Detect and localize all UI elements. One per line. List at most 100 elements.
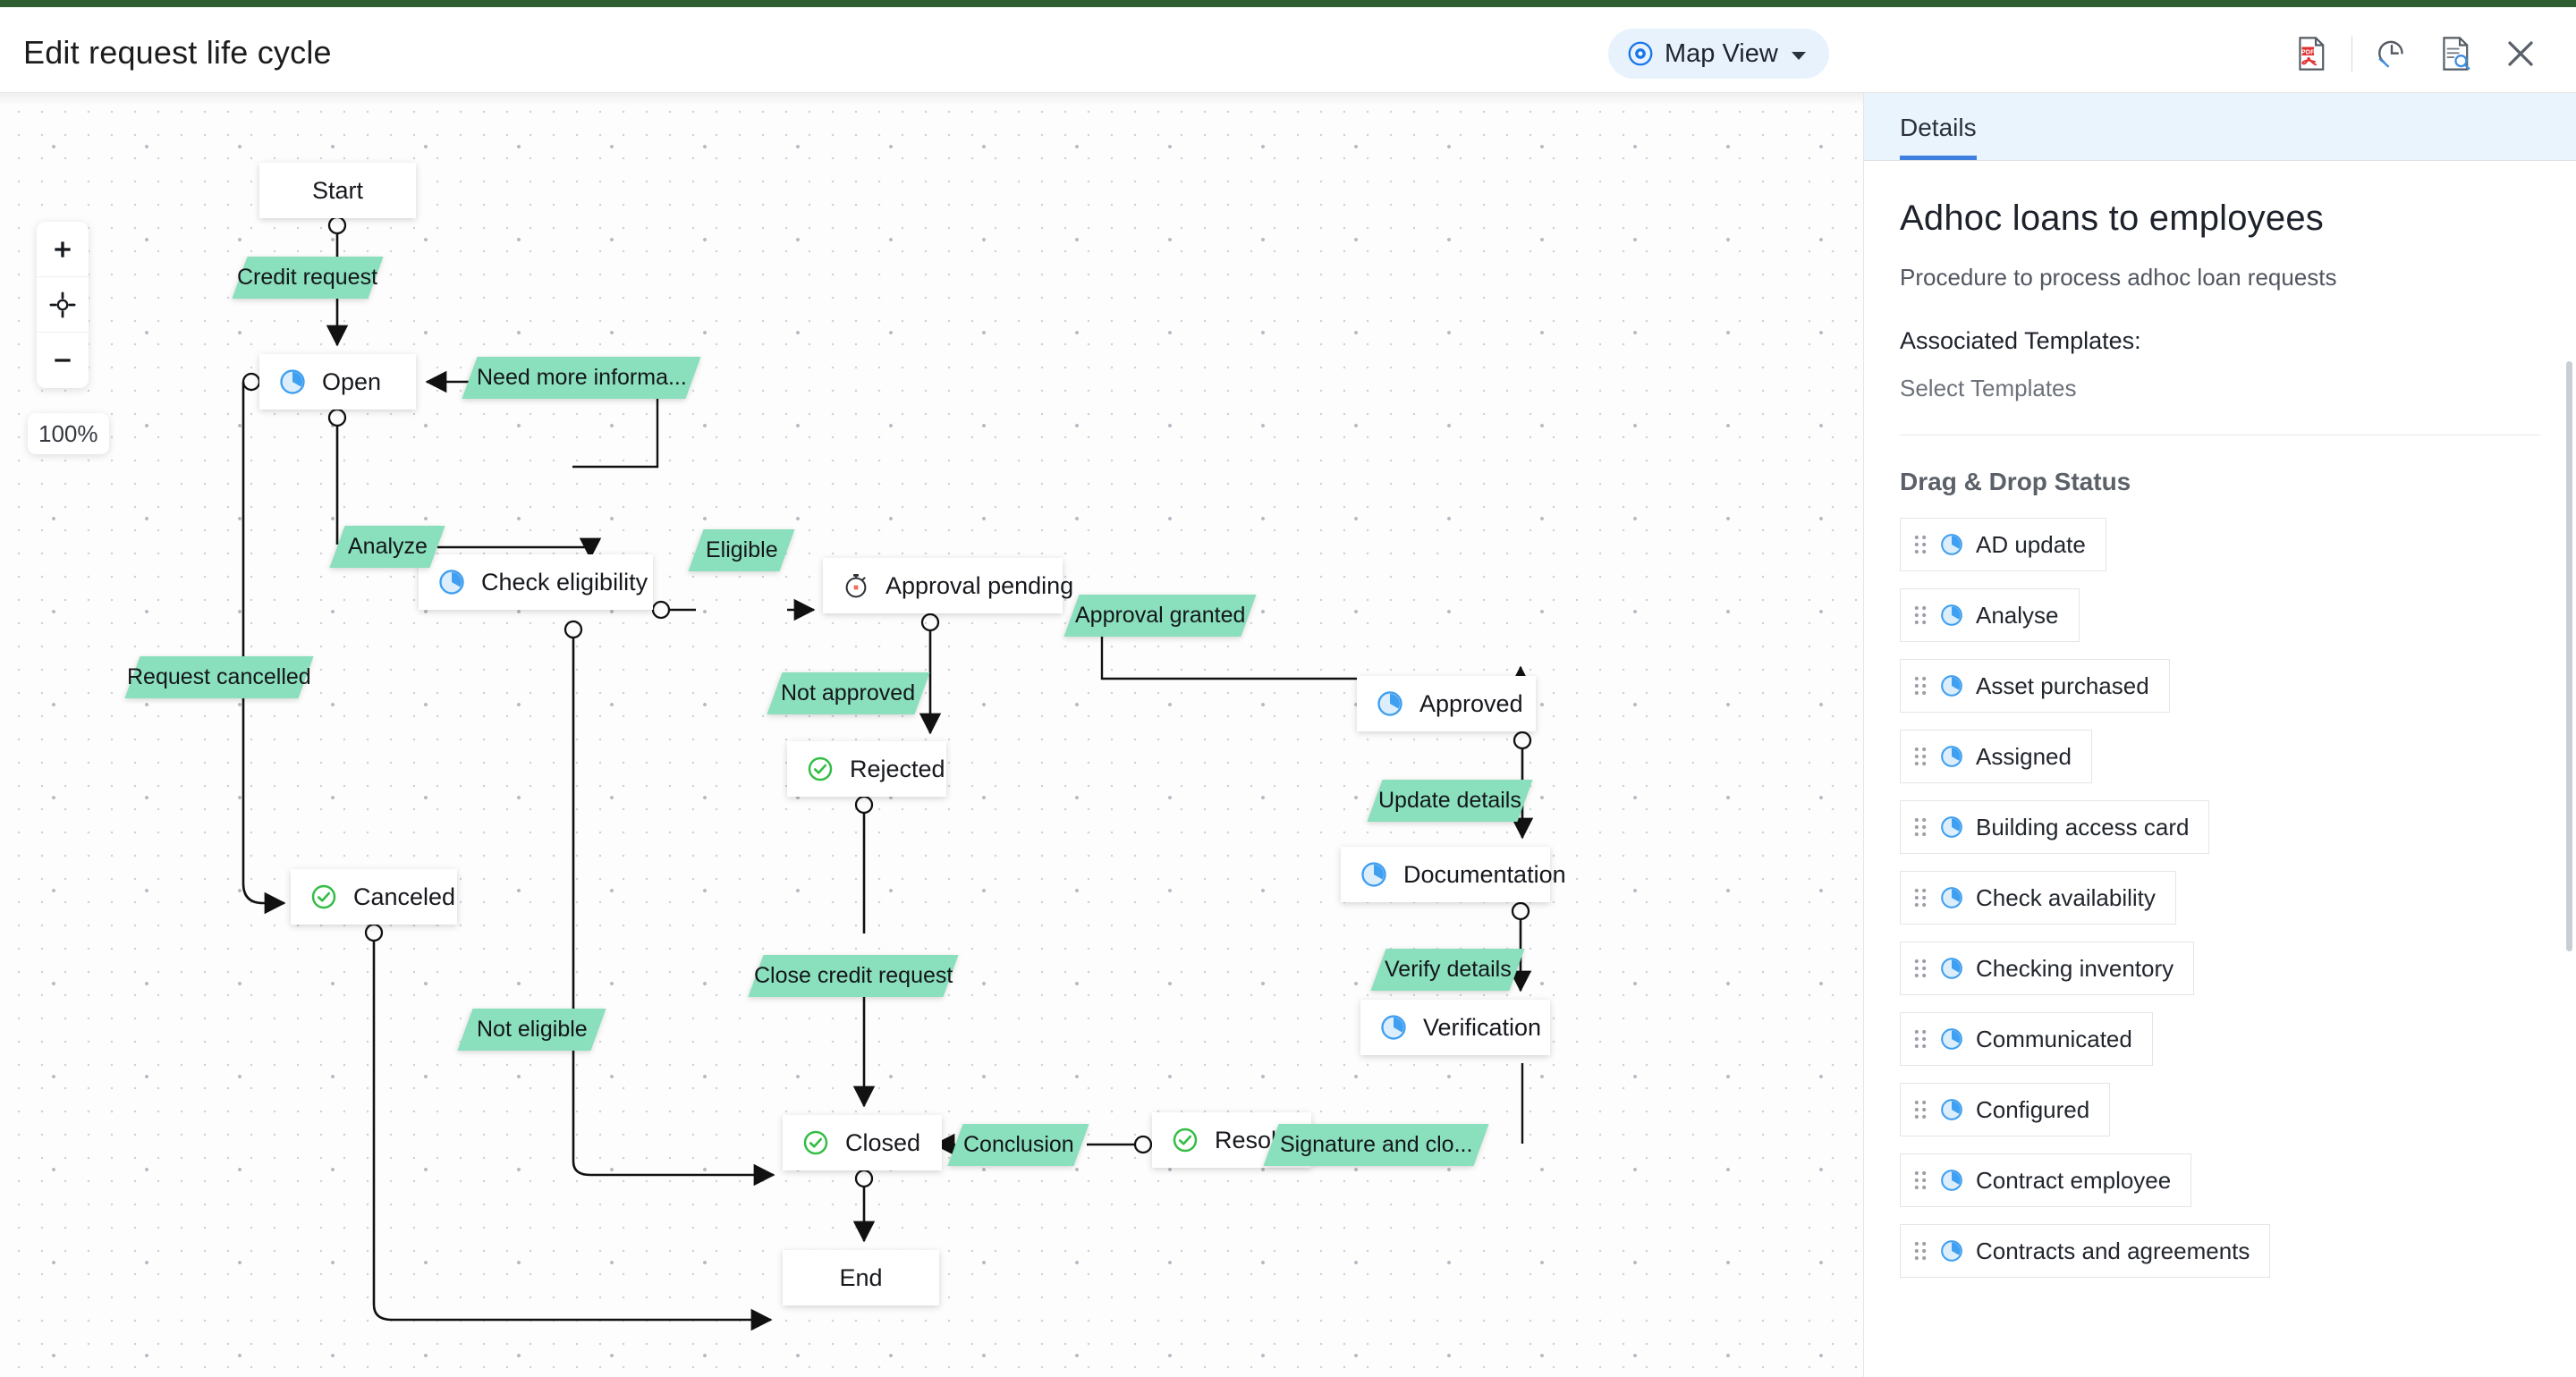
in-progress-icon	[1941, 675, 1962, 697]
closed-check-icon	[803, 1130, 828, 1155]
lifecycle-canvas[interactable]: 100%	[0, 93, 1863, 1377]
flow-node-closed[interactable]: Closed	[783, 1115, 942, 1170]
flow-node-open[interactable]: Open	[259, 354, 416, 410]
flow-transition-conclusion[interactable]: Conclusion	[947, 1124, 1089, 1166]
status-item-asset-purchased[interactable]: Asset purchased	[1900, 659, 2170, 713]
zoom-level-badge: 100%	[28, 413, 109, 454]
panel-scrollbar[interactable]	[2566, 361, 2572, 951]
status-item-communicated[interactable]: Communicated	[1900, 1012, 2153, 1066]
flow-node-label: Closed	[845, 1128, 921, 1156]
document-search-button[interactable]	[2424, 29, 2488, 79]
panel-tab-bar: Details	[1864, 93, 2576, 161]
in-progress-icon	[1941, 746, 1962, 767]
drag-handle-icon	[1914, 535, 1927, 554]
approval-pending-icon	[845, 574, 867, 598]
in-progress-icon	[1941, 534, 1962, 555]
zoom-in-button[interactable]	[37, 222, 89, 277]
flow-node-label: Open	[322, 367, 382, 395]
crosshair-target-icon	[49, 291, 76, 317]
flow-transition-label: Verify details	[1384, 957, 1512, 982]
drag-handle-icon	[1914, 1241, 1927, 1261]
close-icon	[2508, 41, 2533, 66]
select-templates-field[interactable]: Select Templates	[1900, 375, 2077, 401]
pdf-export-button[interactable]: PDF	[2280, 29, 2344, 79]
status-row: Building access card	[1900, 800, 2540, 871]
flow-transition-close-credit-req[interactable]: Close credit request	[748, 955, 959, 997]
flow-transition-credit-request[interactable]: Credit request	[232, 257, 384, 299]
status-item-label: Contract employee	[1976, 1166, 2172, 1194]
flow-node-documentation[interactable]: Documentation	[1341, 847, 1566, 902]
zoom-controls	[37, 222, 89, 388]
flow-node-end[interactable]: End	[783, 1250, 939, 1305]
flow-transition-label: Credit request	[237, 265, 378, 290]
flow-transition-not-eligible[interactable]: Not eligible	[457, 1009, 606, 1051]
status-item-analyse[interactable]: Analyse	[1900, 588, 2080, 642]
pdf-export-icon: PDF	[2299, 37, 2325, 71]
status-row: Checking inventory	[1900, 942, 2540, 1012]
flow-transition-need-more-info[interactable]: Need more informa...	[462, 357, 701, 399]
flow-node-canceled[interactable]: Canceled	[291, 869, 457, 925]
flow-transition-analyze[interactable]: Analyze	[329, 526, 445, 568]
flow-transition-label: Eligible	[705, 537, 778, 562]
flow-transition-eligible[interactable]: Eligible	[688, 529, 795, 571]
flow-node-approval[interactable]: Approval pending	[823, 558, 1073, 613]
flow-node-check[interactable]: Check eligibility	[419, 554, 653, 610]
status-item-contract-employee[interactable]: Contract employee	[1900, 1153, 2192, 1207]
flow-node-verification[interactable]: Verification	[1360, 1000, 1550, 1055]
status-row: Configured	[1900, 1083, 2540, 1153]
status-item-label: Configured	[1976, 1095, 2090, 1123]
flow-transition-request-cancelled[interactable]: Request cancelled	[124, 656, 314, 698]
flow-transition-verify-details[interactable]: Verify details	[1370, 949, 1525, 991]
status-item-label: Check availability	[1976, 883, 2156, 911]
flow-transition-not-approved[interactable]: Not approved	[767, 672, 930, 714]
closed-check-icon	[1173, 1128, 1198, 1153]
header-actions: PDF	[2280, 29, 2553, 79]
flow-node-label: Check eligibility	[481, 568, 648, 596]
drag-handle-icon	[1914, 605, 1927, 625]
status-item-checking-inventory[interactable]: Checking inventory	[1900, 942, 2195, 995]
status-item-label: Asset purchased	[1976, 672, 2149, 699]
status-item-label: Checking inventory	[1976, 954, 2174, 982]
status-item-contracts-and-agreements[interactable]: Contracts and agreements	[1900, 1224, 2271, 1278]
map-view-label: Map View	[1665, 38, 1778, 68]
in-progress-icon	[1941, 1028, 1962, 1050]
drag-handle-icon	[1914, 1170, 1927, 1190]
document-search-icon	[2443, 37, 2470, 71]
tab-details[interactable]: Details	[1900, 114, 1977, 160]
status-item-assigned[interactable]: Assigned	[1900, 730, 2092, 783]
flow-transition-approval-granted[interactable]: Approval granted	[1063, 595, 1257, 637]
flow-transition-label: Not eligible	[476, 1017, 588, 1042]
status-row: Assigned	[1900, 730, 2540, 800]
zoom-out-button[interactable]	[37, 333, 89, 388]
status-item-label: Communicated	[1976, 1025, 2132, 1052]
flow-transition-update-details[interactable]: Update details	[1367, 780, 1533, 822]
svg-text:PDF: PDF	[2301, 47, 2315, 55]
flow-node-label: Approval pending	[886, 571, 1074, 599]
app-header: Edit request life cycle Map View PDF	[0, 7, 2576, 93]
history-button[interactable]	[2360, 29, 2424, 79]
status-item-ad-update[interactable]: AD update	[1900, 518, 2106, 571]
status-item-building-access-card[interactable]: Building access card	[1900, 800, 2210, 854]
in-progress-icon	[1941, 816, 1962, 838]
in-progress-icon	[1941, 604, 1962, 626]
status-item-label: Contracts and agreements	[1976, 1237, 2250, 1264]
flow-transition-label: Update details	[1378, 788, 1521, 813]
flow-node-label: Approved	[1419, 689, 1523, 717]
process-description: Procedure to process adhoc loan requests	[1900, 264, 2337, 291]
flow-transition-label: Not approved	[781, 680, 916, 705]
flow-node-rejected[interactable]: Rejected	[787, 741, 946, 797]
map-view-selector[interactable]: Map View	[1608, 29, 1829, 79]
status-item-check-availability[interactable]: Check availability	[1900, 871, 2176, 925]
close-button[interactable]	[2488, 29, 2553, 79]
flow-transition-label: Close credit request	[753, 963, 953, 988]
status-item-configured[interactable]: Configured	[1900, 1083, 2111, 1136]
fit-to-view-button[interactable]	[37, 277, 89, 333]
flow-transition-signature-close[interactable]: Signature and clo...	[1263, 1124, 1489, 1166]
flow-node-start[interactable]: Start	[259, 163, 416, 218]
flow-transition-label: Signature and clo...	[1279, 1132, 1473, 1157]
flow-transition-label: Approval granted	[1074, 603, 1246, 628]
closed-check-icon	[311, 884, 336, 909]
status-row: Contracts and agreements	[1900, 1224, 2540, 1295]
flow-node-approved[interactable]: Approved	[1357, 676, 1536, 731]
